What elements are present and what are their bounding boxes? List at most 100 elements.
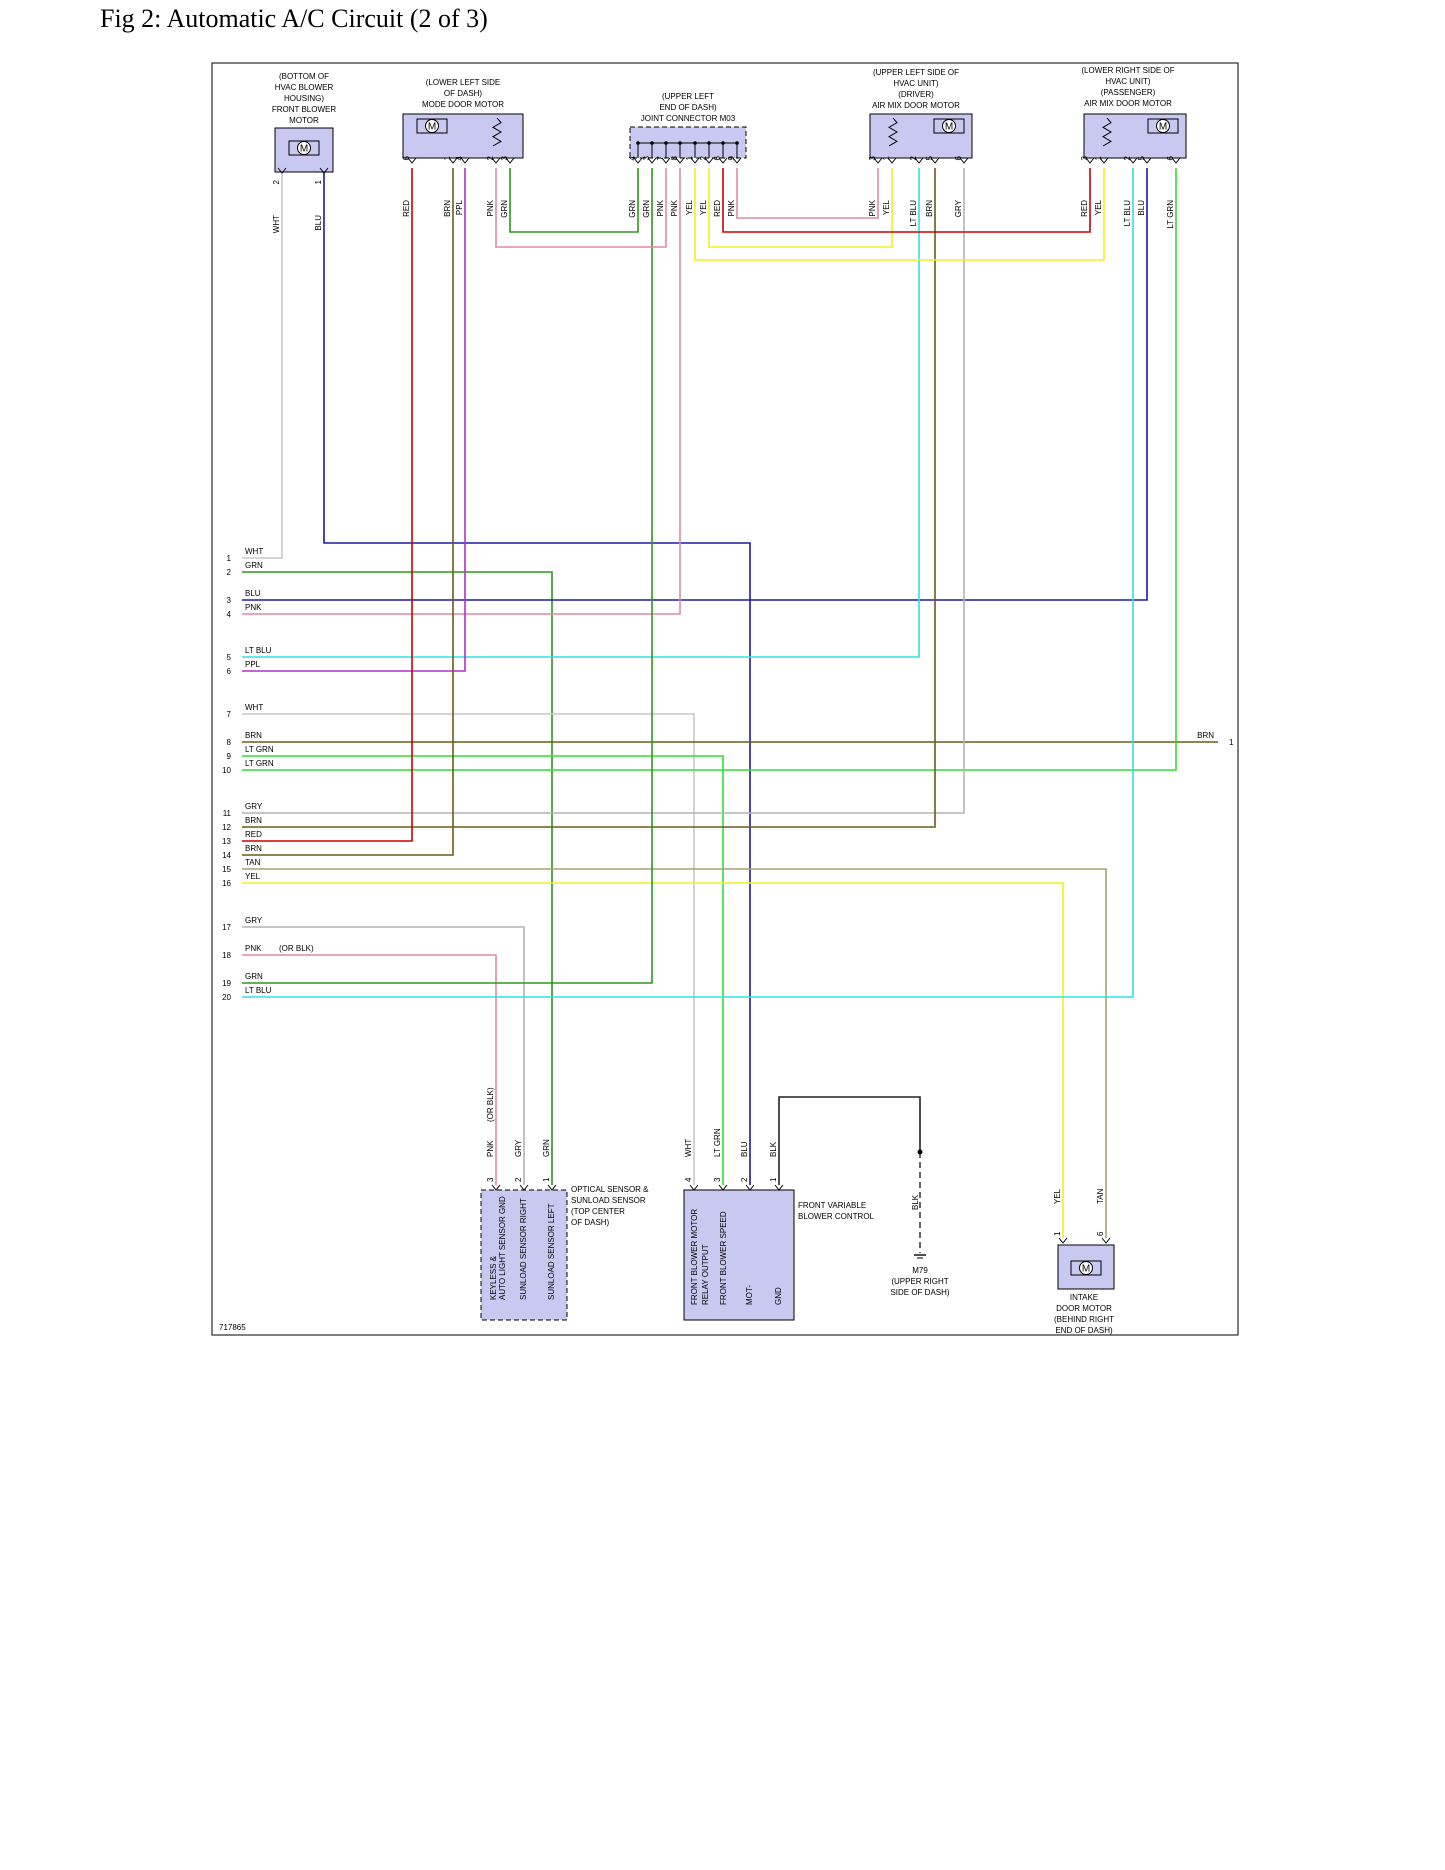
- harness-wire-color: WHT: [245, 703, 263, 712]
- mode-door-caption: (LOWER LEFT SIDE: [426, 78, 501, 87]
- optical-sensor-pin: 1: [542, 1177, 551, 1182]
- driver-air-mix-caption: (DRIVER): [898, 90, 934, 99]
- wire-pnk-joint-driver: [736, 168, 879, 219]
- mode-door-wire-color: PNK: [486, 199, 495, 216]
- pin-marker: [1171, 157, 1181, 164]
- intake-door-caption: (BEHIND RIGHT: [1054, 1315, 1114, 1324]
- wire-grn-harness-19: [242, 168, 653, 984]
- harness-wire-color: WHT: [245, 547, 263, 556]
- joint-connector-pin: 8: [670, 155, 679, 160]
- harness-wire-color: LT BLU: [245, 646, 272, 655]
- pin-marker: [774, 1184, 784, 1191]
- intake-door-caption: INTAKE: [1070, 1293, 1098, 1302]
- harness-pin: 2: [227, 568, 232, 577]
- harness-pin: 8: [227, 738, 232, 747]
- passenger-air-mix-motor-icon: [1156, 119, 1170, 133]
- front-blower-caption: HVAC BLOWER: [275, 83, 334, 92]
- harness-pin: 14: [222, 851, 231, 860]
- front-blower-caption: FRONT BLOWER: [272, 105, 337, 114]
- wire-wht-harness-1: [242, 168, 283, 559]
- passenger-air-mix-pin: 6: [1166, 155, 1175, 160]
- pin-marker: [1128, 157, 1138, 164]
- mode-door-caption: OF DASH): [444, 89, 483, 98]
- driver-air-mix-wire-color: GRY: [954, 199, 963, 217]
- diagram-frame: [211, 62, 1239, 1336]
- pin-marker: [1142, 157, 1152, 164]
- mode-door-wire-color: RED: [402, 200, 411, 217]
- pin-marker: [277, 167, 287, 174]
- intake-door-caption: END OF DASH): [1055, 1326, 1113, 1335]
- driver-air-mix-pin: 1: [882, 155, 891, 160]
- driver-air-mix-wire-color: LT BLU: [909, 200, 918, 227]
- wire-yel-joint-driver: [708, 168, 893, 248]
- pin-marker: [491, 157, 501, 164]
- wire-ltgrn-harness-9: [242, 755, 724, 1185]
- harness-wire-color: LT BLU: [245, 986, 272, 995]
- optical-sensor-caption: SUNLOAD SENSOR: [571, 1196, 646, 1205]
- joint-connector-pin: 2: [699, 155, 708, 160]
- joint-connector-caption: JOINT CONNECTOR M03: [641, 114, 736, 123]
- harness-pin: 6: [227, 667, 232, 676]
- optical-sensor-internal-label: SUNLOAD SENSOR LEFT: [547, 1203, 556, 1300]
- pin-marker: [718, 1184, 728, 1191]
- wire-tan-harness-15: [242, 868, 1107, 1238]
- mode-door-wire-color: BRN: [443, 200, 452, 217]
- fvbc-caption: BLOWER CONTROL: [798, 1212, 875, 1221]
- passenger-air-mix-wire-color: LT GRN: [1166, 200, 1175, 229]
- driver-air-mix-door-motor: [869, 113, 973, 159]
- intake-door-motor: [1057, 1244, 1115, 1290]
- optical-sensor-pin: 3: [486, 1177, 495, 1182]
- harness-pin: 15: [222, 865, 231, 874]
- front-blower-wire-color: WHT: [272, 215, 281, 233]
- wire-pnk-mode-joint: [495, 168, 667, 248]
- pin-marker: [319, 167, 329, 174]
- wire-blu-blower-fvbc: [323, 168, 751, 1185]
- driver-air-mix-wire-color: BRN: [925, 200, 934, 217]
- wire-red-harness-13: [242, 168, 413, 842]
- passenger-air-mix-wire-color: YEL: [1094, 199, 1103, 215]
- harness-wire-color: BRN: [245, 731, 262, 740]
- joint-connector-caption: (UPPER LEFT: [662, 92, 714, 101]
- pin-marker: [704, 157, 714, 164]
- passenger-air-mix-pin: 2: [1123, 155, 1132, 160]
- pin-marker: [1058, 1237, 1068, 1244]
- fvbc-wire-color: BLU: [740, 1141, 749, 1157]
- figure-id: 717865: [219, 1323, 246, 1332]
- wire-ltblu-harness-5: [242, 168, 920, 658]
- wire-gry-harness-11: [242, 168, 965, 814]
- right-out-pin: 1: [1229, 738, 1234, 747]
- mode-door-wire-color: PPL: [455, 199, 464, 215]
- harness-pin: 7: [227, 710, 232, 719]
- harness-pin: 10: [222, 766, 231, 775]
- optical-sensor-wire-color: GRY: [514, 1139, 523, 1157]
- harness-pin: 4: [227, 610, 232, 619]
- front-blower-caption: (BOTTOM OF: [279, 72, 329, 81]
- mode-door-pin: 4: [455, 155, 464, 160]
- front-blower-pin: 2: [272, 179, 281, 184]
- joint-connector-wire-color: YEL: [699, 199, 708, 215]
- front-blower-motor-icon: [297, 141, 311, 155]
- pin-marker: [633, 157, 643, 164]
- harness-wire-color: RED: [245, 830, 262, 839]
- driver-air-mix-wire-color: PNK: [868, 199, 877, 216]
- driver-air-mix-pin: 3: [868, 155, 877, 160]
- optical-sensor-caption: OPTICAL SENSOR &: [571, 1185, 649, 1194]
- wire-layer: [242, 168, 1218, 1253]
- mode-door-motor-icon-letter: M: [428, 122, 436, 133]
- fvbc-pin: 2: [740, 1177, 749, 1182]
- joint-connector-pin: 3: [642, 155, 651, 160]
- fvbc-internal-label: RELAY OUTPUT: [701, 1244, 710, 1305]
- joint-connector-pin: 6: [713, 155, 722, 160]
- driver-air-mix-motor-icon-letter: M: [945, 122, 953, 133]
- fvbc-wire-color: LT GRN: [713, 1128, 722, 1157]
- page-title: Fig 2: Automatic A/C Circuit (2 of 3): [100, 4, 488, 33]
- ground-caption: (UPPER RIGHT: [891, 1277, 948, 1286]
- wire-brn-harness-12: [242, 168, 936, 828]
- wire-pnk-harness-18: [242, 954, 497, 1185]
- joint-connector-wire-color: GRN: [642, 200, 651, 218]
- pin-marker: [930, 157, 940, 164]
- harness-wire-color: GRY: [245, 802, 263, 811]
- joint-connector-wire-color: PNK: [727, 199, 736, 216]
